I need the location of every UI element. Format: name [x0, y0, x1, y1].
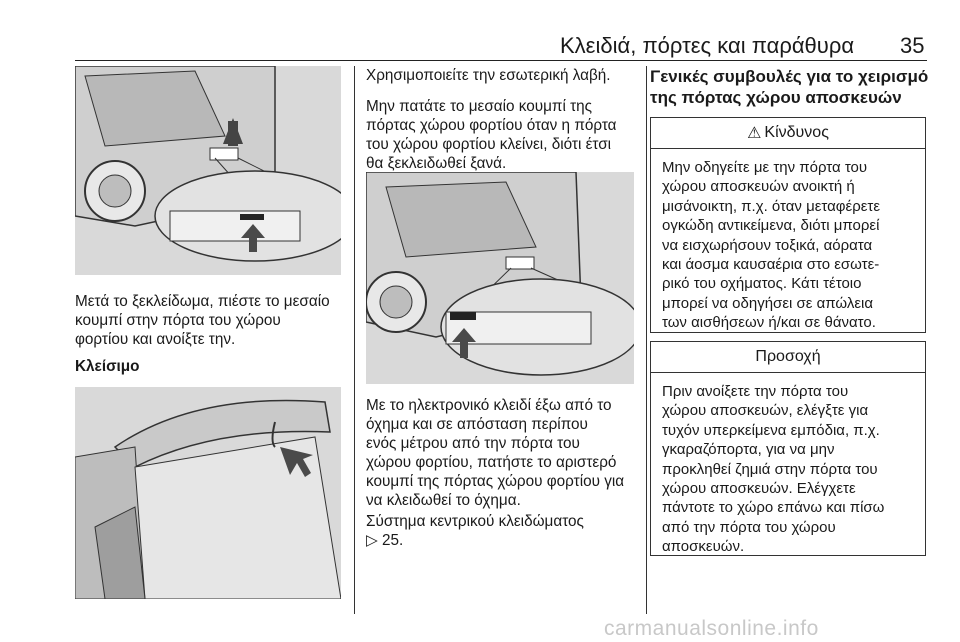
open-tailgate-instructions: Μετά το ξεκλείδωμα, πιέστε το μεσαίο κου… [75, 292, 330, 349]
text-line: μπορεί να οδηγήσει σε απώλεια [662, 294, 874, 312]
text-line: πόρτας χώρου φορτίου όταν η πόρτα [366, 117, 617, 134]
watermark: carmanualsonline.info [604, 617, 819, 640]
text-line: ▷ 25. [366, 531, 584, 550]
text-line: χώρου αποσκευών ανοικτή ή [662, 178, 855, 196]
do-not-press-warning: Μην πατάτε το μεσαίο κουμπί της πόρτας χ… [366, 97, 617, 173]
text-line: ογκώδη αντικείμενα, διότι μπορεί [662, 217, 880, 235]
text-line: όχημα και σε απόσταση περίπου [366, 416, 588, 433]
section-title-line: Γενικές συμβουλές για το χειρισμό [650, 67, 929, 86]
text-line: να κλειδωθεί το όχημα. [366, 492, 521, 509]
text-line: από την πόρτα του χώρου [662, 518, 836, 536]
warning-triangle-icon: ⚠ [747, 125, 762, 142]
page-number: 35 [900, 33, 925, 58]
page-header-title: Κλειδιά, πόρτες και παράθυρα [560, 33, 855, 58]
reference-arrow-icon: ▷ [366, 532, 378, 549]
header-rule [75, 60, 927, 61]
closing-heading: Κλείσιμο [75, 358, 140, 375]
page-reference-link[interactable]: 25. [382, 532, 404, 549]
text-line: Με το ηλεκτρονικό κλειδί έξω από το [366, 397, 612, 414]
caution-box-heading: Προσοχή [651, 342, 925, 373]
text-line: Σύστημα κεντρικού κλειδώματος [366, 513, 584, 530]
central-locking-reference: Σύστημα κεντρικού κλειδώματος ▷ 25. [366, 512, 584, 550]
danger-box-body: Μην οδηγείτε με την πόρτα του χώρου αποσ… [651, 149, 925, 342]
text-line: προκληθεί ζημιά στην πόρτα του [662, 460, 878, 478]
text-line: του χώρου φορτίου κλείνει, διότι έτσι [366, 136, 612, 153]
inside-handle-text: Χρησιμοποιείτε την εσωτερική λαβή. [366, 66, 611, 85]
danger-heading-text: Κίνδυνος [764, 124, 829, 141]
figure-tailgate-open-button [75, 66, 341, 275]
section-title-line: της πόρτας χώρου αποσκευών [650, 88, 902, 107]
text-line: Μετά το ξεκλείδωμα, πιέστε το μεσαίο [75, 293, 330, 310]
text-line: Μην πατάτε το μεσαίο κουμπί της [366, 98, 593, 115]
text-line: ρικό του οχήματος. Κάτι τέτοιο [662, 275, 862, 293]
text-line: πάντοτε το χώρο επάνω και πίσω [662, 499, 885, 517]
figure-tailgate-closing [75, 387, 341, 599]
text-line: Πριν ανοίξετε την πόρτα του [662, 383, 849, 400]
caution-box-body: Πριν ανοίξετε την πόρτα του χώρου αποσκε… [651, 373, 925, 566]
danger-box-heading: ⚠ Κίνδυνος [651, 118, 925, 149]
text-line: φορτίου και ανοίξτε την. [75, 331, 236, 348]
figure-lock-button [366, 172, 634, 384]
caution-heading-text: Προσοχή [755, 348, 821, 365]
column-divider-right [646, 66, 647, 614]
text-line: τυχόν υπερκείμενα εμπόδια, π.χ. [662, 421, 880, 439]
text-line: κουμπί στην πόρτα του χώρου [75, 312, 281, 329]
text-line: θα ξεκλειδωθεί ξανά. [366, 155, 507, 172]
text-line: κουμπί της πόρτας χώρου φορτίου για [366, 473, 625, 490]
text-line: των αισθήσεων ή/και σε θάνατο. [662, 314, 876, 332]
danger-box: ⚠ Κίνδυνος Μην οδηγείτε με την πόρτα του… [650, 117, 926, 333]
text-line: χώρου φορτίου, πατήστε το αριστερό [366, 454, 617, 471]
text-line: και άοσμα καυσαέρια στο εσωτε- [662, 256, 880, 274]
text-line: αποσκευών. [662, 538, 745, 556]
caution-box: Προσοχή Πριν ανοίξετε την πόρτα του χώρο… [650, 341, 926, 556]
text-line: Μην οδηγείτε με την πόρτα του [662, 159, 868, 176]
section-title: Γενικές συμβουλές για το χειρισμό της πό… [650, 66, 928, 108]
key-outside-instructions: Με το ηλεκτρονικό κλειδί έξω από το όχημ… [366, 396, 624, 510]
text-line: χώρου αποσκευών. Ελέγχετε [662, 480, 856, 498]
text-line: γκαραζόπορτα, για να μην [662, 441, 835, 459]
text-line: να εισχωρήσουν τοξικά, αόρατα [662, 236, 873, 254]
text-line: χώρου αποσκευών, ελέγξτε για [662, 402, 869, 420]
column-divider-left [354, 66, 355, 614]
text-line: Χρησιμοποιείτε την εσωτερική λαβή. [366, 67, 611, 84]
text-line: ενός μέτρου από την πόρτα του [366, 435, 580, 452]
text-line: μισάνοικτη, π.χ. όταν μεταφέρετε [662, 197, 881, 215]
